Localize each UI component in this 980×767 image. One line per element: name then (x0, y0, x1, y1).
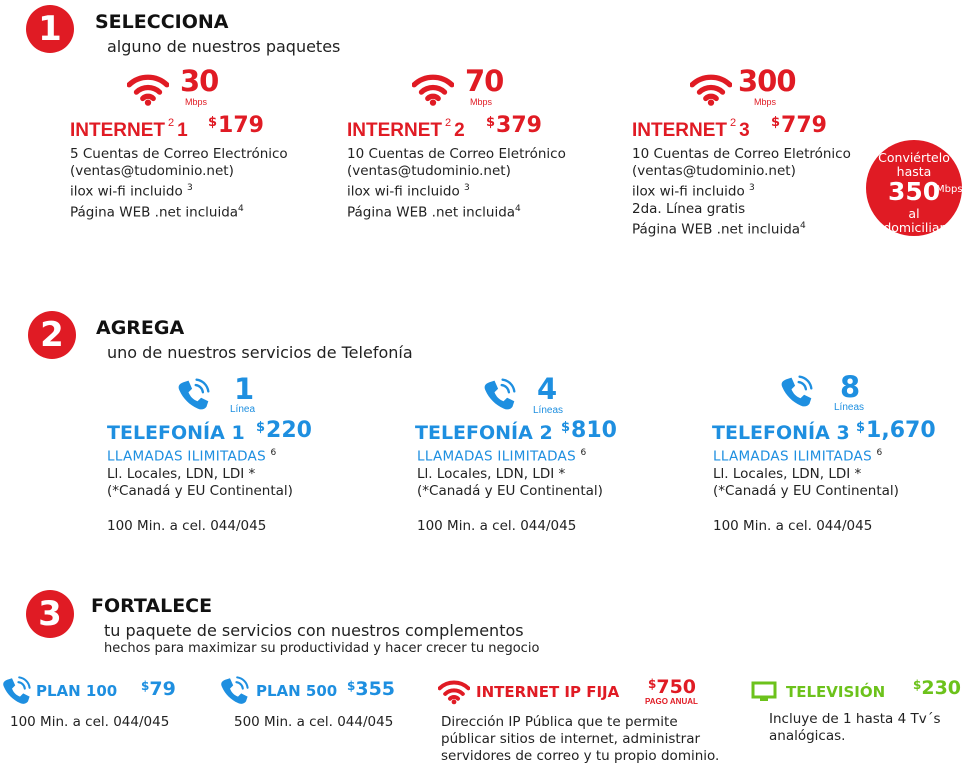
internet-1-speed: 30 (180, 64, 219, 98)
wifi-icon (690, 72, 732, 106)
telefonia-1-name[interactable]: TELEFONÍA 1 (107, 422, 245, 444)
badge-note: 5 (956, 210, 962, 220)
telefonia-2-lines: 4 (537, 372, 558, 406)
step-1-subtitle: alguno de nuestros paquetes (107, 37, 341, 56)
wifi-icon (438, 678, 470, 705)
wifi-icon (127, 72, 169, 106)
telefonia-2-lines-label: Líneas (533, 405, 564, 416)
badge-line-3: al (908, 206, 920, 221)
telefonia-1-lines: 1 (234, 372, 255, 406)
telefonia-1-details: Ll. Locales, LDN, LDI * (*Canadá y EU Co… (107, 466, 293, 499)
internet-2-unit: Mbps (470, 97, 493, 107)
ip-fija-desc: Dirección IP Pública que te permite públ… (441, 714, 720, 764)
internet-1-unit: Mbps (185, 97, 208, 107)
phone-icon (0, 675, 32, 707)
plan-100-price: $79 (141, 678, 176, 700)
step-3-badge: 3 (26, 590, 74, 638)
telefonia-3-sub: LLAMADAS ILIMITADAS 6 (713, 448, 883, 465)
telefonia-1-minutes: 100 Min. a cel. 044/045 (107, 518, 267, 534)
phone-icon (481, 377, 517, 413)
step-3-title: FORTALECE (91, 595, 213, 617)
tv-desc: Incluye de 1 hasta 4 Tv´s analógicas. (769, 711, 941, 744)
plan-500-desc: 500 Min. a cel. 044/045 (234, 714, 394, 730)
badge-speed: 350 (888, 177, 941, 206)
step-2-title: AGREGA (96, 317, 185, 339)
telefonia-2-minutes: 100 Min. a cel. 044/045 (417, 518, 577, 534)
step-3-subtitle-2: hechos para maximizar su productividad y… (104, 641, 540, 656)
ip-fija-price-note: PAGO ANUAL (645, 697, 698, 706)
telefonia-1-price: $220 (256, 418, 312, 443)
telefonia-2-sub: LLAMADAS ILIMITADAS 6 (417, 448, 587, 465)
badge-unit: Mbps (936, 184, 963, 195)
telefonia-1-lines-label: Línea (230, 404, 256, 415)
badge-line-2: hasta (896, 164, 932, 179)
tv-icon (751, 681, 777, 701)
internet-3-price: $779 (771, 113, 827, 138)
wifi-icon (412, 72, 454, 106)
telefonia-3-name[interactable]: TELEFONÍA 3 (712, 422, 850, 444)
telefonia-3-minutes: 100 Min. a cel. 044/045 (713, 518, 873, 534)
telefonia-3-price: $1,670 (856, 418, 936, 443)
phone-icon (175, 377, 211, 413)
upgrade-badge[interactable]: Conviértelo hasta 350 Mbps al domiciliar… (866, 140, 963, 236)
step-1-title: SELECCIONA (95, 11, 229, 33)
badge-line-1: Conviértelo (878, 150, 950, 165)
step-2-subtitle: uno de nuestros servicios de Telefonía (107, 343, 413, 362)
tv-price: $230 (913, 677, 962, 699)
telefonia-2-name[interactable]: TELEFONÍA 2 (415, 422, 553, 444)
internet-2-speed: 70 (465, 64, 504, 98)
internet-2-price: $379 (486, 113, 542, 138)
internet-2-features: 10 Cuentas de Correo Eletrónico (ventas@… (347, 146, 566, 220)
telefonia-2-details: Ll. Locales, LDN, LDI * (*Canadá y EU Co… (417, 466, 603, 499)
internet-3-speed: 300 (738, 64, 797, 98)
internet-3-unit: Mbps (754, 97, 777, 107)
ip-fija-price: $750 (648, 676, 697, 698)
telefonia-1-sub: LLAMADAS ILIMITADAS 6 (107, 448, 277, 465)
badge-line-4: domiciliar (883, 220, 945, 235)
step-1-badge: 1 (26, 5, 74, 53)
telefonia-3-lines: 8 (840, 370, 861, 404)
ip-fija-name[interactable]: INTERNET IP FIJA (476, 683, 620, 701)
telefonia-2-price: $810 (561, 418, 617, 443)
internet-3-features: 10 Cuentas de Correo Eletrónico (ventas@… (632, 146, 851, 237)
phone-icon (218, 675, 250, 707)
step-2-badge: 2 (28, 311, 76, 359)
step-3-subtitle: tu paquete de servicios con nuestros com… (104, 621, 524, 640)
telefonia-3-lines-label: Líneas (834, 402, 865, 413)
plan-500-price: $355 (347, 678, 396, 700)
plan-100-desc: 100 Min. a cel. 044/045 (10, 714, 170, 730)
internet-1-features: 5 Cuentas de Correo Electrónico (ventas@… (70, 146, 288, 220)
tv-name[interactable]: TELEVISIÓN (786, 683, 886, 701)
plan-500-name[interactable]: PLAN 500 (256, 682, 338, 700)
internet-1-price: $179 (208, 113, 264, 138)
telefonia-3-details: Ll. Locales, LDN, LDI * (*Canadá y EU Co… (713, 466, 899, 499)
plan-100-name[interactable]: PLAN 100 (36, 682, 118, 700)
phone-icon (778, 374, 814, 410)
